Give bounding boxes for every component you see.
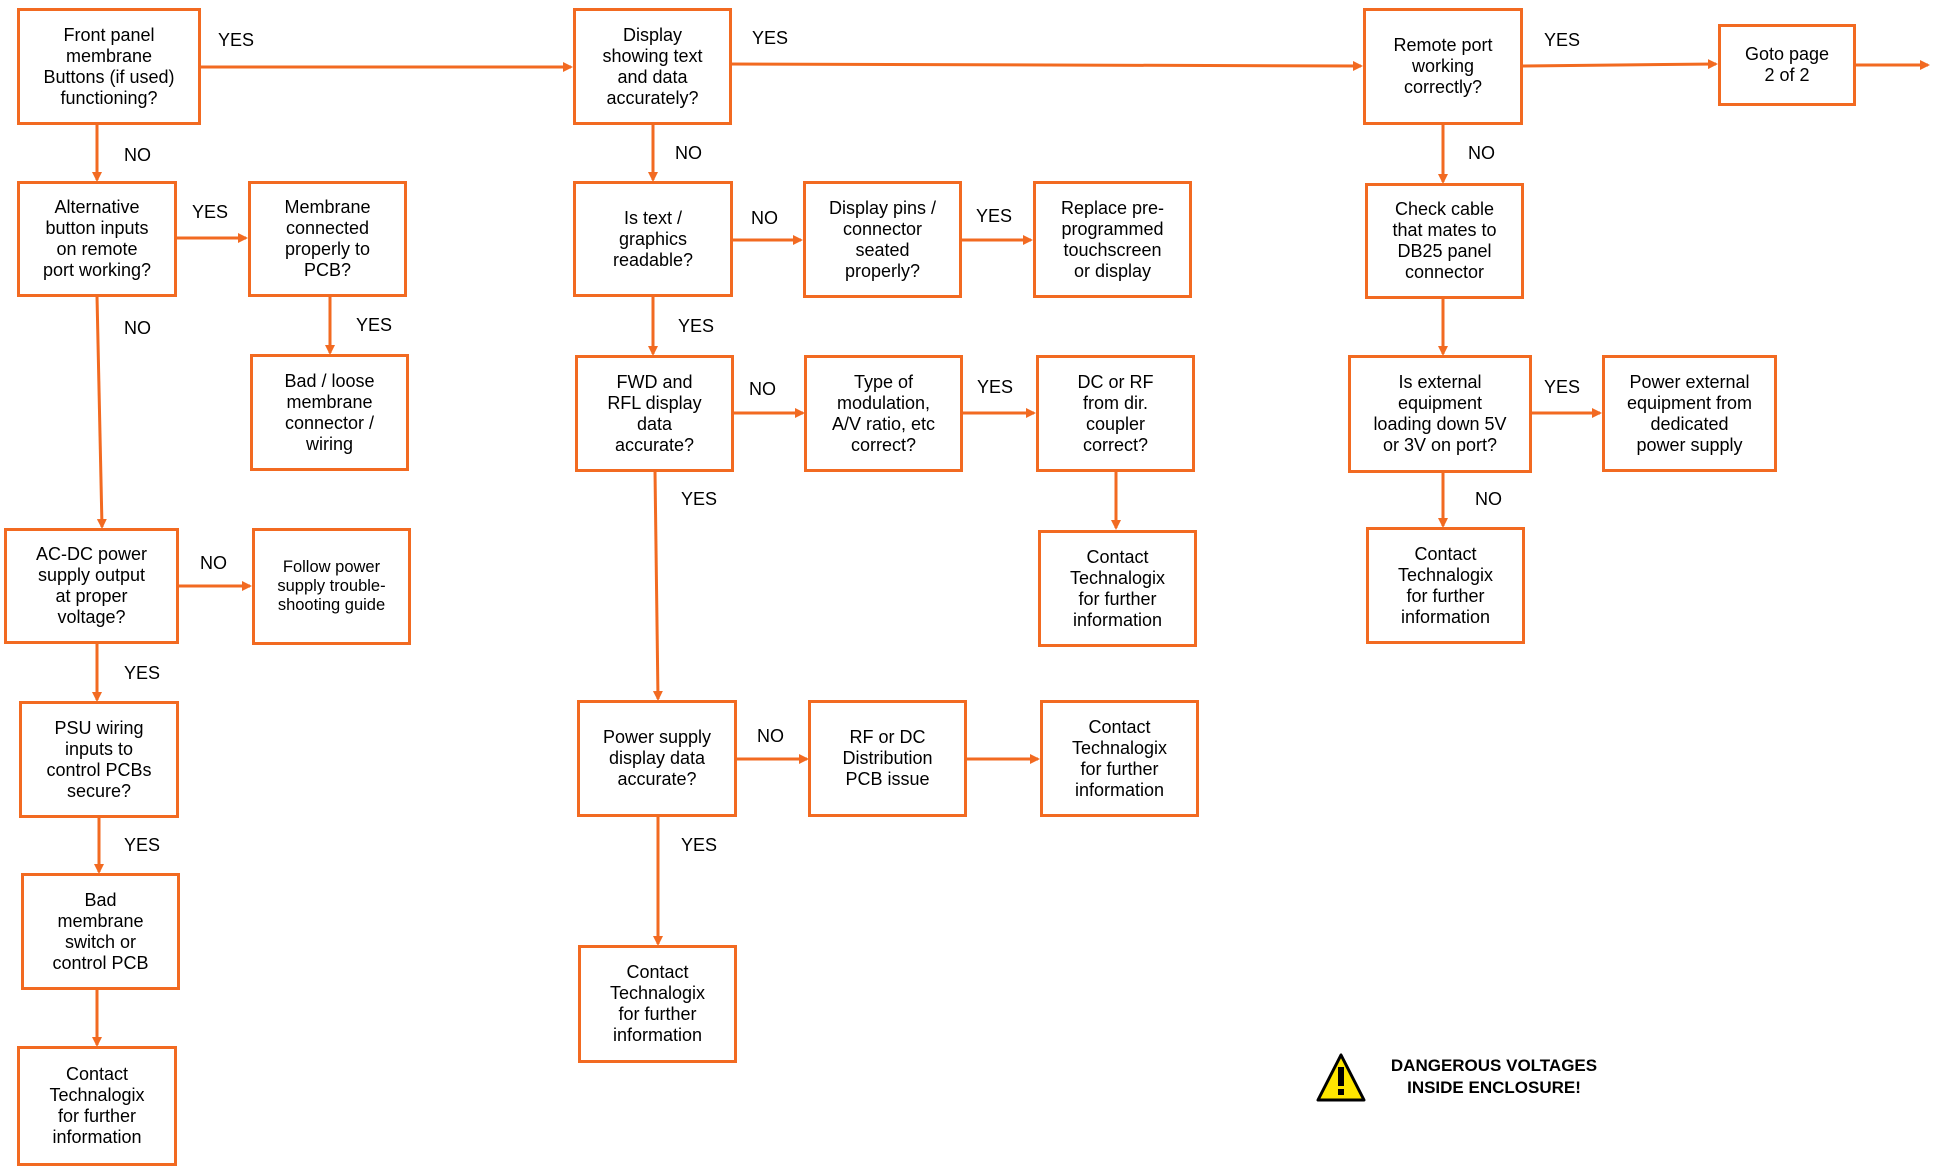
- node-goto-page: Goto page 2 of 2: [1718, 24, 1856, 106]
- node-follow-power-guide: Follow power supply trouble- shooting gu…: [252, 528, 411, 645]
- node-membrane-connected: Membrane connected properly to PCB?: [248, 181, 407, 297]
- node-bad-membrane-switch: Bad membrane switch or control PCB: [21, 873, 180, 990]
- label-yes: YES: [192, 202, 229, 222]
- node-type-modulation: Type of modulation, A/V ratio, etc corre…: [804, 355, 963, 472]
- label-no: NO: [124, 318, 151, 338]
- edge-remote-goto: [1519, 59, 1718, 70]
- node-display-showing: Display showing text and data accurately…: [573, 8, 732, 125]
- node-front-panel: Front panel membrane Buttons (if used) f…: [17, 8, 201, 125]
- node-check-cable: Check cable that mates to DB25 panel con…: [1365, 183, 1524, 299]
- label-yes: YES: [977, 377, 1014, 397]
- node-contact-right: Contact Technalogix for further informat…: [1366, 527, 1525, 644]
- node-text-readable: Is text / graphics readable?: [573, 181, 733, 297]
- node-psu-wiring: PSU wiring inputs to control PCBs secure…: [19, 701, 179, 818]
- label-yes: YES: [1544, 30, 1581, 50]
- warning-triangle-icon: [1316, 1053, 1366, 1102]
- node-dc-rf-coupler: DC or RF from dir. coupler correct?: [1036, 355, 1195, 472]
- label-yes: YES: [976, 206, 1013, 226]
- label-yes: YES: [678, 316, 715, 336]
- node-rf-dc-distribution: RF or DC Distribution PCB issue: [808, 700, 967, 817]
- label-yes: YES: [1544, 377, 1581, 397]
- node-power-supply-display: Power supply display data accurate?: [577, 700, 737, 817]
- label-no: NO: [200, 553, 227, 573]
- label-yes: YES: [681, 489, 718, 509]
- label-no: NO: [1468, 143, 1495, 163]
- label-yes: YES: [124, 835, 161, 855]
- edge-fwd-power: [652, 470, 663, 701]
- node-contact-mid-right-upper: Contact Technalogix for further informat…: [1038, 530, 1197, 647]
- node-power-external: Power external equipment from dedicated …: [1602, 355, 1777, 472]
- label-yes: YES: [124, 663, 161, 683]
- node-display-pins: Display pins / connector seated properly…: [803, 181, 962, 298]
- node-alternative-button-inputs: Alternative button inputs on remote port…: [17, 181, 177, 297]
- label-no: NO: [749, 379, 776, 399]
- warning-text: DANGEROUS VOLTAGES INSIDE ENCLOSURE!: [1390, 1056, 1598, 1097]
- edge-alt-acdc: [95, 295, 107, 529]
- label-no: NO: [1475, 489, 1502, 509]
- label-no: NO: [675, 143, 702, 163]
- node-contact-mid-right-lower: Contact Technalogix for further informat…: [1040, 700, 1199, 817]
- node-replace-display: Replace pre- programmed touchscreen or d…: [1033, 181, 1192, 298]
- label-no: NO: [124, 145, 151, 165]
- node-external-equipment: Is external equipment loading down 5V or…: [1348, 355, 1532, 473]
- node-remote-port: Remote port working correctly?: [1363, 8, 1523, 125]
- node-contact-left: Contact Technalogix for further informat…: [17, 1046, 177, 1166]
- label-yes: YES: [752, 28, 789, 48]
- node-acdc-power: AC-DC power supply output at proper volt…: [4, 528, 179, 644]
- node-fwd-rfl: FWD and RFL display data accurate?: [575, 355, 734, 472]
- label-yes: YES: [681, 835, 718, 855]
- label-no: NO: [751, 208, 778, 228]
- node-contact-mid: Contact Technalogix for further informat…: [578, 945, 737, 1063]
- node-bad-loose-membrane: Bad / loose membrane connector / wiring: [250, 354, 409, 471]
- label-yes: YES: [356, 315, 393, 335]
- edge-display-remote: [726, 60, 1363, 71]
- label-yes: YES: [218, 30, 255, 50]
- label-no: NO: [757, 726, 784, 746]
